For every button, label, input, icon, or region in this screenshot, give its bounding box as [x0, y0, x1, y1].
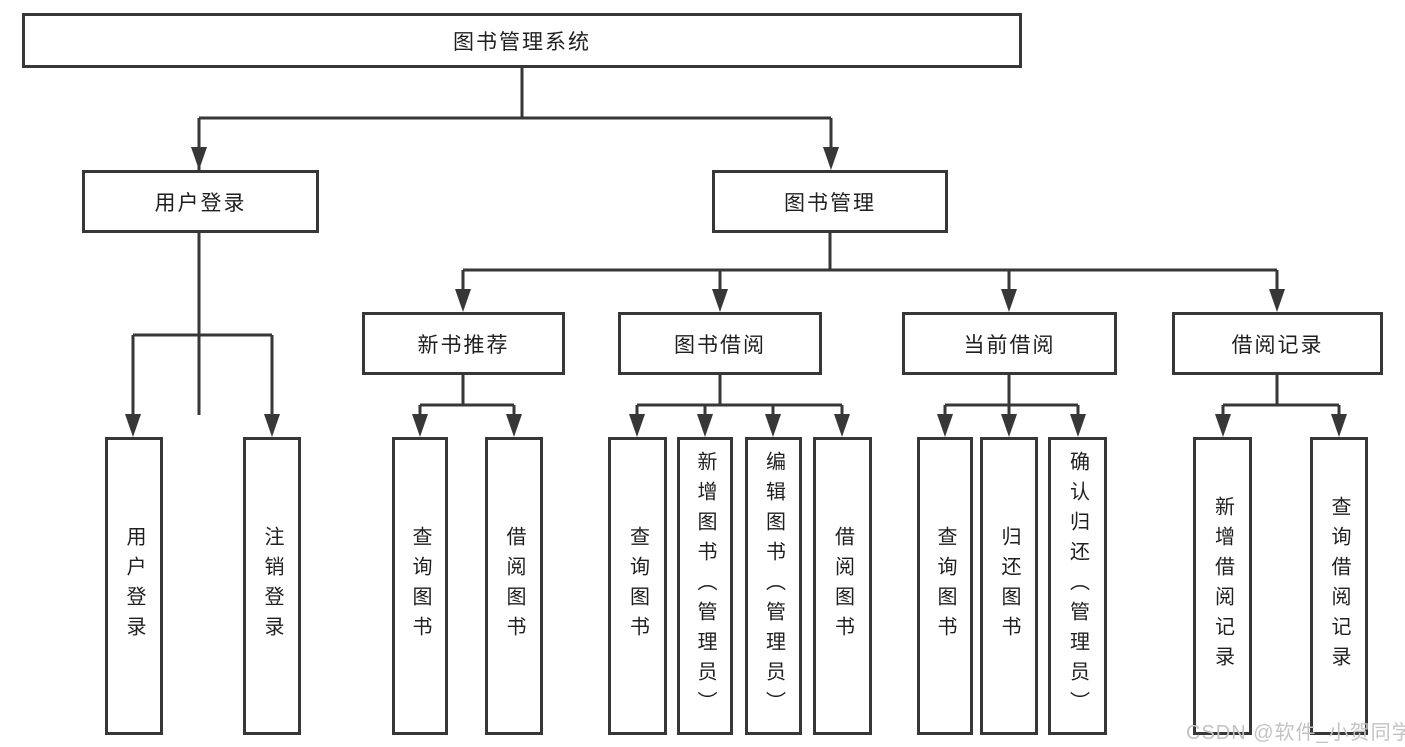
- leaf-confirm-return-admin: 确认归还（管理员）: [1048, 437, 1107, 735]
- arrowhead: [264, 414, 280, 437]
- leaf-query-borrow-record-label: 查询借阅记录: [1328, 496, 1350, 676]
- node-root: 图书管理系统: [22, 13, 1022, 68]
- leaf-confirm-return-admin-label: 确认归还（管理员）: [1066, 451, 1089, 721]
- leaf-edit-book-admin: 编辑图书（管理员）: [745, 437, 802, 735]
- node-book-mgmt-label: 图书管理: [784, 191, 876, 215]
- csdn-watermark: CSDN @软件_小贺同学: [1186, 722, 1405, 744]
- edge-book-borrow-children: [635, 375, 844, 418]
- arrowhead: [125, 414, 141, 437]
- edge-root-to-level2: [197, 68, 833, 415]
- arrowhead: [1070, 414, 1086, 437]
- leaf-query-books-rec-label: 查询图书: [409, 526, 431, 646]
- leaf-add-book-admin-label: 新增图书（管理员）: [694, 451, 716, 721]
- leaf-return-book: 归还图书: [980, 437, 1038, 735]
- leaf-query-books-rec: 查询图书: [392, 437, 448, 735]
- edge-book-mgmt-children: [461, 233, 1279, 295]
- arrowhead: [1215, 414, 1231, 437]
- arrowheads: [125, 147, 1347, 437]
- node-new-book-rec: 新书推荐: [362, 312, 565, 375]
- arrowhead: [697, 414, 713, 437]
- leaf-user-login: 用户登录: [105, 437, 163, 735]
- node-book-borrow-label: 图书借阅: [674, 333, 766, 357]
- leaf-return-book-label: 归还图书: [998, 526, 1020, 646]
- edge-new-book-rec-children: [418, 375, 516, 418]
- node-current-borrow-label: 当前借阅: [963, 333, 1056, 357]
- leaf-add-borrow-record-label: 新增借阅记录: [1211, 496, 1234, 676]
- leaf-borrow-books-rec-label: 借阅图书: [503, 526, 525, 646]
- node-borrow-records: 借阅记录: [1172, 312, 1383, 375]
- node-new-book-rec-label: 新书推荐: [417, 333, 510, 357]
- leaf-query-books-current: 查询图书: [917, 437, 973, 735]
- arrowhead: [1001, 414, 1017, 437]
- leaf-add-book-admin: 新增图书（管理员）: [677, 437, 733, 735]
- arrowhead: [455, 289, 471, 312]
- arrowhead: [412, 414, 428, 437]
- arrowhead: [1269, 289, 1285, 312]
- arrowhead: [629, 414, 645, 437]
- arrowhead: [191, 147, 207, 170]
- node-book-borrow: 图书借阅: [618, 312, 822, 375]
- leaf-borrow-books-label: 借阅图书: [831, 526, 854, 646]
- leaf-edit-book-admin-label: 编辑图书（管理员）: [762, 451, 785, 721]
- leaf-user-login-label: 用户登录: [123, 526, 145, 646]
- node-user-login-label: 用户登录: [154, 191, 247, 215]
- leaf-logout: 注销登录: [243, 437, 301, 735]
- leaf-logout-label: 注销登录: [261, 526, 283, 646]
- edge-current-borrow-children: [943, 375, 1080, 418]
- edge-user-login-children: [131, 233, 274, 418]
- arrowhead: [712, 289, 728, 312]
- leaf-query-books-current-label: 查询图书: [934, 526, 956, 646]
- leaf-query-books-borrow-label: 查询图书: [626, 526, 649, 646]
- node-borrow-records-label: 借阅记录: [1231, 333, 1324, 357]
- arrowhead: [765, 414, 781, 437]
- node-book-mgmt: 图书管理: [712, 170, 948, 233]
- arrowhead: [506, 414, 522, 437]
- leaf-borrow-books-rec: 借阅图书: [485, 437, 543, 735]
- arrowhead: [823, 147, 839, 170]
- arrowhead: [937, 414, 953, 437]
- arrowhead: [834, 414, 850, 437]
- arrowhead: [1001, 289, 1017, 312]
- edge-borrow-records-children: [1221, 375, 1341, 418]
- leaf-query-borrow-record: 查询借阅记录: [1310, 437, 1368, 735]
- leaf-borrow-books: 借阅图书: [813, 437, 872, 735]
- arrowhead: [1331, 414, 1347, 437]
- leaf-add-borrow-record: 新增借阅记录: [1193, 437, 1252, 735]
- node-current-borrow: 当前借阅: [902, 312, 1117, 375]
- node-root-label: 图书管理系统: [453, 30, 591, 54]
- node-user-login: 用户登录: [82, 170, 319, 233]
- leaf-query-books-borrow: 查询图书: [608, 437, 667, 735]
